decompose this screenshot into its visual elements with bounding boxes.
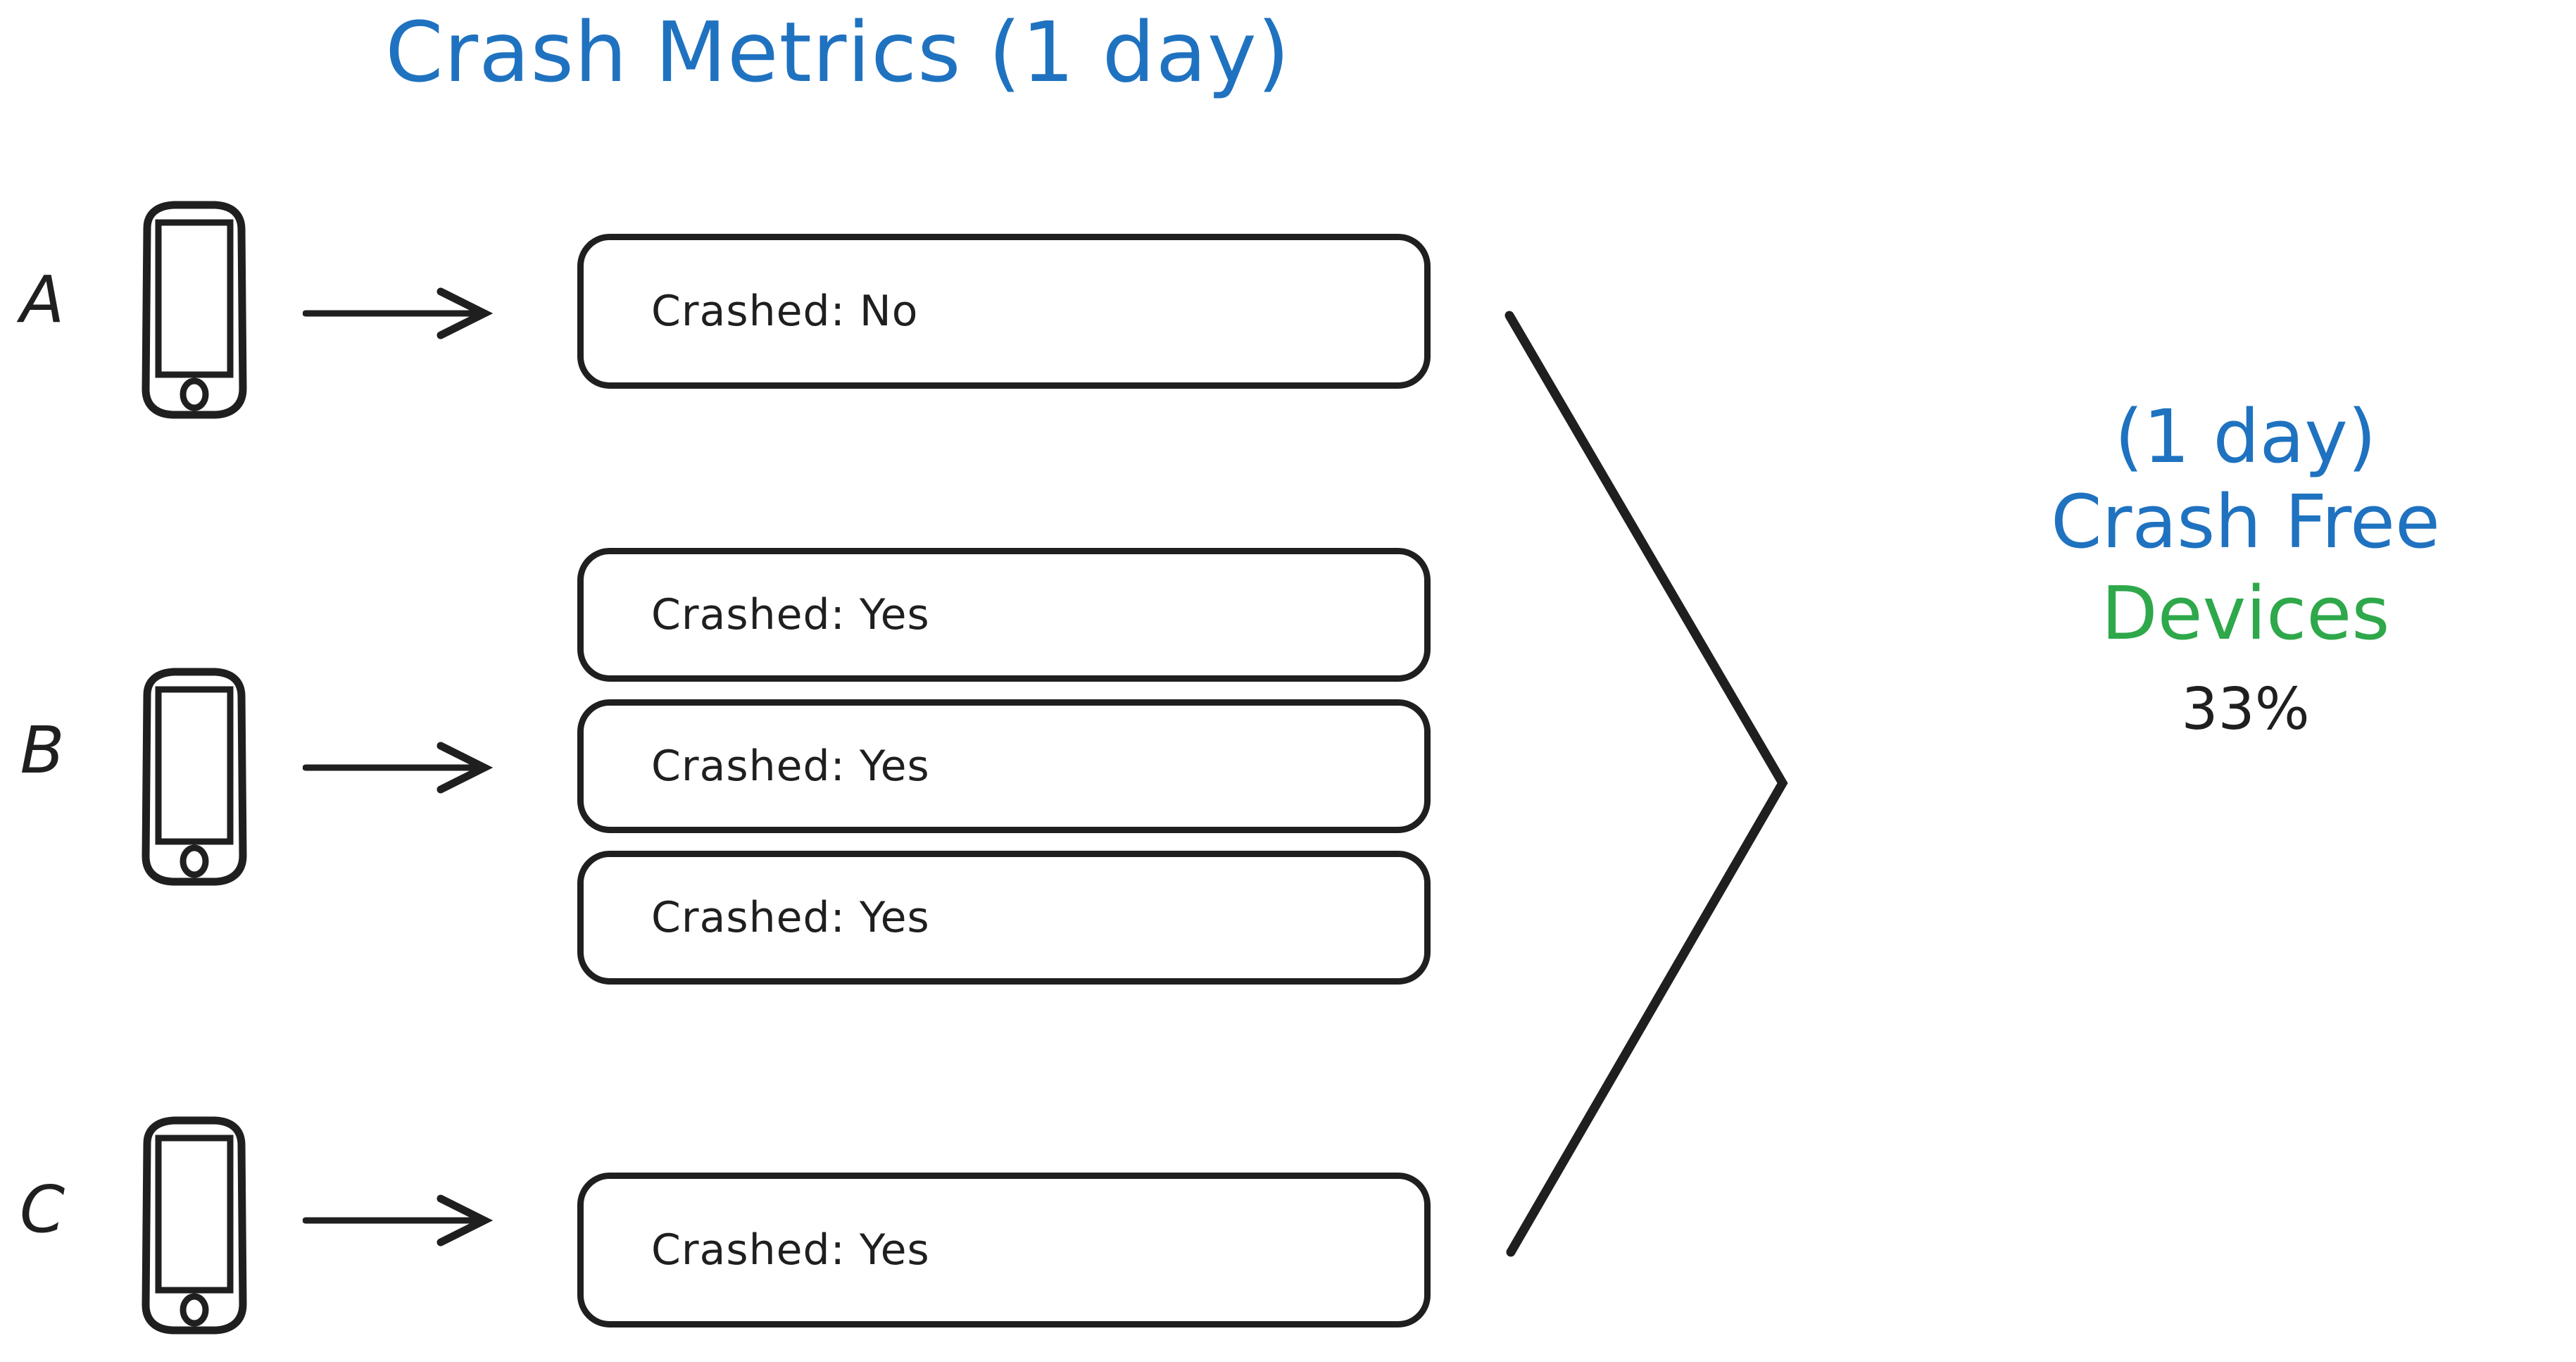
result-subject: Devices — [2101, 570, 2390, 657]
event-box-label: Crashed: No — [651, 287, 919, 336]
device-label-b: B — [20, 713, 65, 788]
event-box: Crashed: Yes — [577, 1173, 1431, 1327]
device-label-c: C — [19, 1172, 65, 1247]
event-box-label: Crashed: Yes — [651, 590, 930, 639]
phone-icon — [130, 197, 257, 423]
result-value: 33% — [2181, 675, 2310, 743]
arrow-right-icon — [303, 282, 493, 345]
result-metric: Crash Free — [2051, 478, 2440, 565]
event-box-label: Crashed: Yes — [651, 893, 930, 942]
chevron-right-bracket-icon — [1464, 282, 1830, 1303]
page-title: Crash Metrics (1 day) — [385, 4, 1290, 101]
event-box-label: Crashed: Yes — [651, 742, 930, 791]
event-box: Crashed: Yes — [577, 851, 1431, 985]
phone-icon — [130, 664, 257, 889]
event-box: Crashed: No — [577, 234, 1431, 389]
device-label-a: A — [20, 262, 65, 337]
arrow-right-icon — [303, 736, 493, 799]
arrow-right-icon — [303, 1189, 493, 1252]
result-summary: (1 day) Crash Free Devices 33% — [1915, 394, 2576, 756]
event-box: Crashed: Yes — [577, 548, 1431, 682]
phone-icon — [130, 1113, 257, 1338]
event-box: Crashed: Yes — [577, 699, 1431, 833]
result-period: (1 day) — [2114, 394, 2377, 480]
event-box-label: Crashed: Yes — [651, 1225, 930, 1275]
